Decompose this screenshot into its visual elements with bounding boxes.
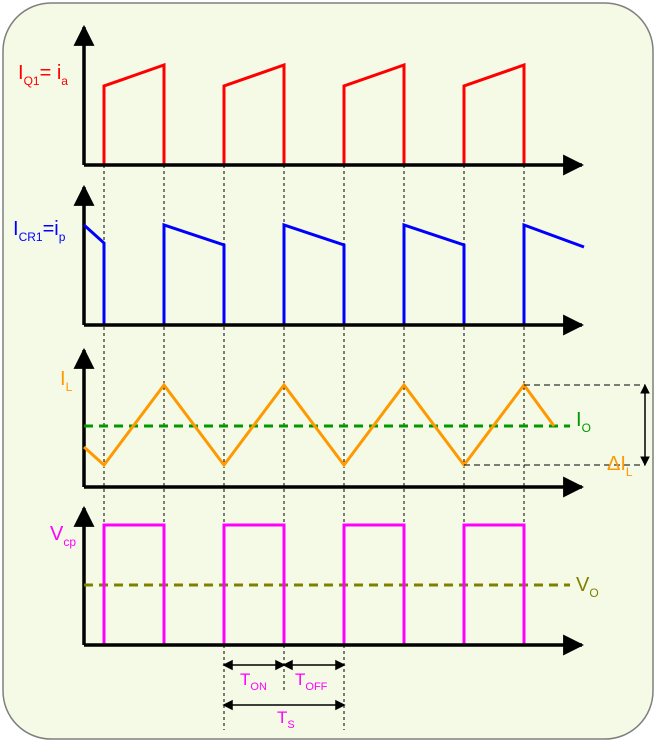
arrow-head [275,659,286,671]
vo-label: VO [576,574,599,600]
vcp-label: Vcp [50,523,76,549]
toff-label: TOFF [295,670,328,693]
arrow-head-down [640,456,650,467]
iq1-label: IQ1= ia [18,62,68,88]
panel-il: IL IO ΔIL [60,347,650,498]
delta-il-label: ΔIL [607,453,633,479]
arrow-head [282,659,293,671]
ts-label: TS [277,708,295,731]
il-label: IL [60,368,73,394]
arrow-head [335,699,346,711]
panel-vcp: Vcp VO [50,505,599,656]
arrow-head [335,659,346,671]
icr1-label: ICR1=ip [13,218,66,244]
timing-annotations [222,659,346,711]
il-waveform [82,382,556,468]
io-label: IO [576,409,591,435]
background-panel [2,2,654,740]
panel-icr1: ICR1=ip [13,184,585,336]
panel-iq1: IQ1= ia [18,24,585,176]
arrow-head [222,659,233,671]
arrow-head [222,699,233,711]
delta-il-bracket [464,383,650,467]
ton-label: TON [240,670,267,693]
arrow-head-up [640,383,650,394]
